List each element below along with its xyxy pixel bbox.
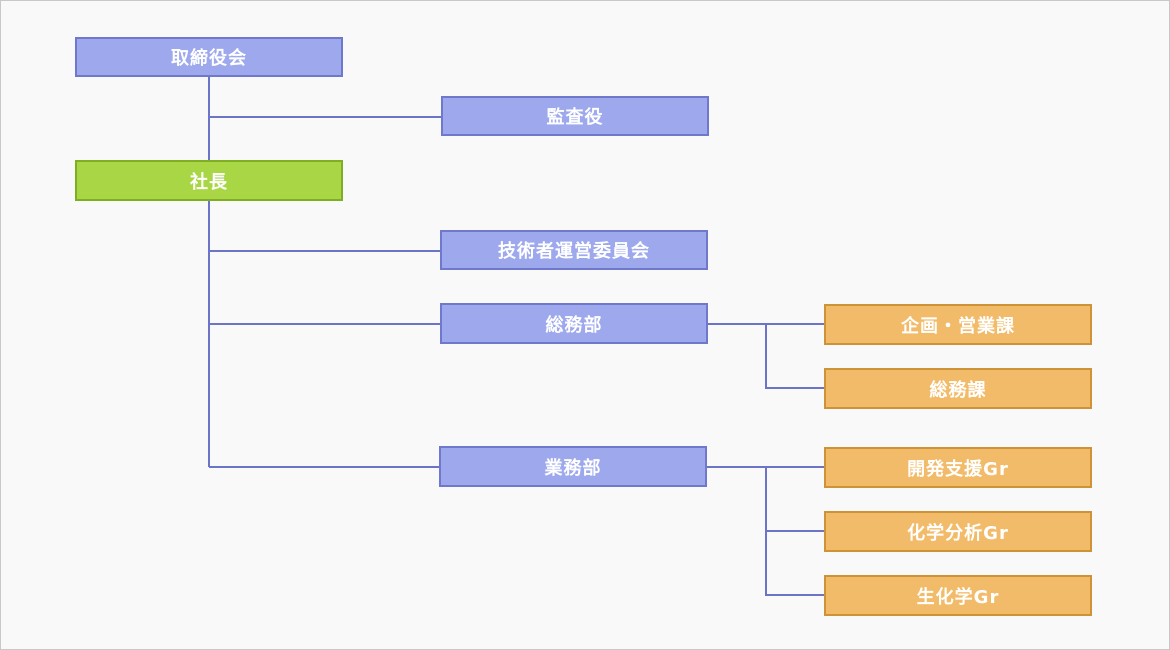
node-president: 社長 — [75, 160, 343, 201]
connector-ops-groups — [706, 466, 825, 596]
node-biochemistry-gr: 生化学Gr — [824, 575, 1092, 616]
node-board: 取締役会 — [75, 37, 343, 77]
node-tech-committee: 技術者運営委員会 — [440, 230, 708, 270]
node-auditor: 監査役 — [441, 96, 709, 136]
node-chemical-analysis-gr: 化学分析Gr — [824, 511, 1092, 552]
node-operations-dept: 業務部 — [439, 446, 707, 487]
node-planning-sales-section: 企画・営業課 — [824, 304, 1092, 345]
node-dev-support-gr: 開発支援Gr — [824, 447, 1092, 488]
node-general-affairs-section: 総務課 — [824, 368, 1092, 409]
connector-ga-sections — [707, 323, 825, 389]
node-general-affairs-dept: 総務部 — [440, 303, 708, 344]
